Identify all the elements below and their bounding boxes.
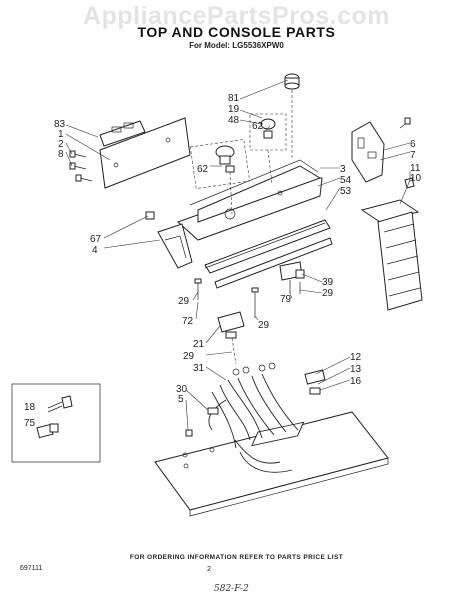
inset-connector (36, 395, 73, 439)
label-7: 7 (410, 150, 416, 161)
label-79: 79 (280, 294, 292, 305)
diagram-title: TOP AND CONSOLE PARTS (137, 24, 336, 40)
label-62-lower: 62 (197, 164, 209, 175)
label-1: 1 (58, 129, 64, 140)
label-19: 19 (228, 104, 240, 115)
label-12: 12 (350, 352, 362, 363)
label-4: 4 (92, 245, 98, 256)
label-67: 67 (90, 234, 102, 245)
label-31: 31 (193, 363, 205, 374)
thermostat-21 (217, 311, 245, 333)
label-13: 13 (350, 364, 362, 375)
label-83: 83 (54, 119, 66, 130)
label-29-a: 29 (178, 296, 190, 307)
watermark: AppliancePartsPros.com (83, 2, 390, 30)
label-39: 39 (322, 277, 334, 288)
label-6: 6 (410, 139, 416, 150)
label-48: 48 (228, 115, 240, 126)
label-29-c: 29 (258, 320, 270, 331)
label-8: 8 (58, 149, 64, 160)
document-code: 697111 (20, 565, 43, 572)
label-30: 30 (176, 384, 188, 395)
console-side-bracket (99, 117, 191, 189)
label-10: 10 (410, 173, 422, 184)
label-81: 81 (228, 93, 240, 104)
label-29-b: 29 (322, 288, 334, 299)
console-rail (204, 219, 331, 274)
label-16: 16 (350, 376, 362, 387)
wiring-harness (208, 362, 299, 473)
label-62-upper: 62 (252, 121, 264, 132)
page-number: 2 (207, 566, 211, 573)
ordering-note: FOR ORDERING INFORMATION REFER TO PARTS … (129, 554, 344, 561)
model-number: For Model: LG5536XPW0 (189, 41, 284, 50)
switch-cluster (304, 369, 326, 385)
label-72: 72 (182, 316, 194, 327)
leader-lines (65, 79, 411, 431)
inset-frame (11, 383, 101, 463)
screw-67 (145, 211, 155, 220)
label-29-d: 29 (183, 351, 195, 362)
screw-set-left (69, 150, 93, 182)
label-18: 18 (24, 402, 36, 413)
label-75: 75 (24, 418, 36, 429)
console-end-plate (99, 120, 146, 147)
label-11: 11 (410, 163, 421, 174)
timer-box (190, 139, 250, 189)
label-3: 3 (340, 164, 346, 175)
left-end-cap (157, 223, 193, 269)
top-panel (154, 411, 389, 511)
label-2: 2 (58, 139, 64, 150)
label-53: 53 (340, 186, 352, 197)
lint-screen-cover (360, 199, 420, 223)
label-5: 5 (178, 394, 184, 405)
label-54: 54 (340, 175, 352, 186)
lint-opening (251, 421, 305, 447)
handwritten-note: 582-F-2 (214, 584, 249, 594)
label-21: 21 (193, 339, 205, 350)
